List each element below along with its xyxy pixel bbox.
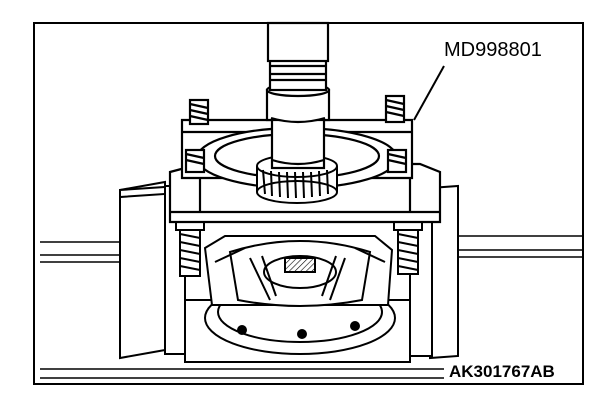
- left-bolt: [175, 215, 205, 277]
- press-ram: [265, 21, 331, 170]
- differential-case: [203, 235, 394, 307]
- tool-callout-label: MD998801: [444, 39, 542, 61]
- right-bolt: [393, 215, 423, 275]
- figure-code: AK301767AB: [449, 362, 555, 381]
- figure-code-box: [444, 359, 582, 383]
- callout-leader: [413, 65, 445, 121]
